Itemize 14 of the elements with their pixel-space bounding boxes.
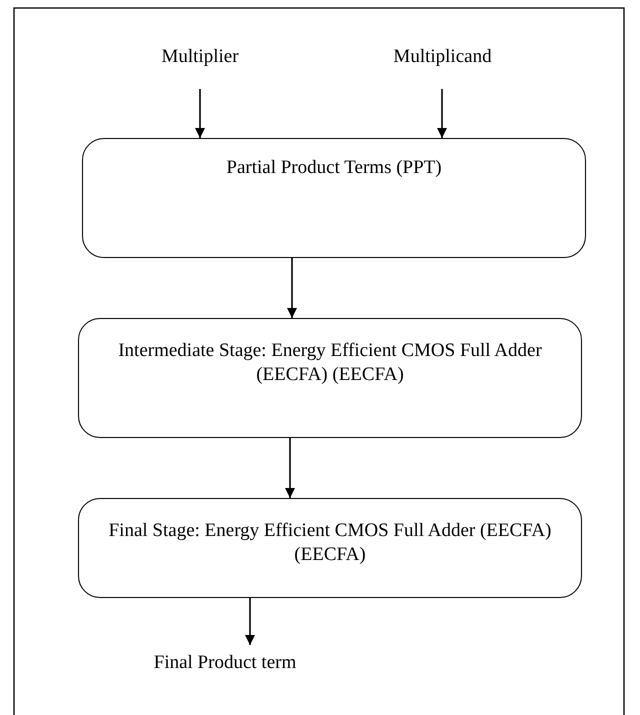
process-box bbox=[78, 318, 582, 438]
arrow bbox=[285, 438, 295, 498]
box-text: Intermediate Stage: Energy Efficient CMOS Full Adder (EECFA) (EECFA) bbox=[117, 339, 543, 387]
arrow bbox=[287, 258, 297, 318]
process-box bbox=[78, 498, 582, 598]
box-text: Partial Product Terms (PPT) bbox=[225, 156, 443, 180]
io-label: Final Product term bbox=[152, 651, 298, 675]
io-label: Multiplicand bbox=[392, 45, 493, 69]
box-text: Final Stage: Energy Efficient CMOS Full Adder (EECFA) (EECFA) bbox=[108, 519, 552, 567]
process-box bbox=[82, 138, 586, 258]
arrow bbox=[245, 598, 255, 645]
io-label: Multiplier bbox=[160, 45, 240, 69]
arrow bbox=[437, 89, 447, 138]
arrow bbox=[195, 89, 205, 138]
